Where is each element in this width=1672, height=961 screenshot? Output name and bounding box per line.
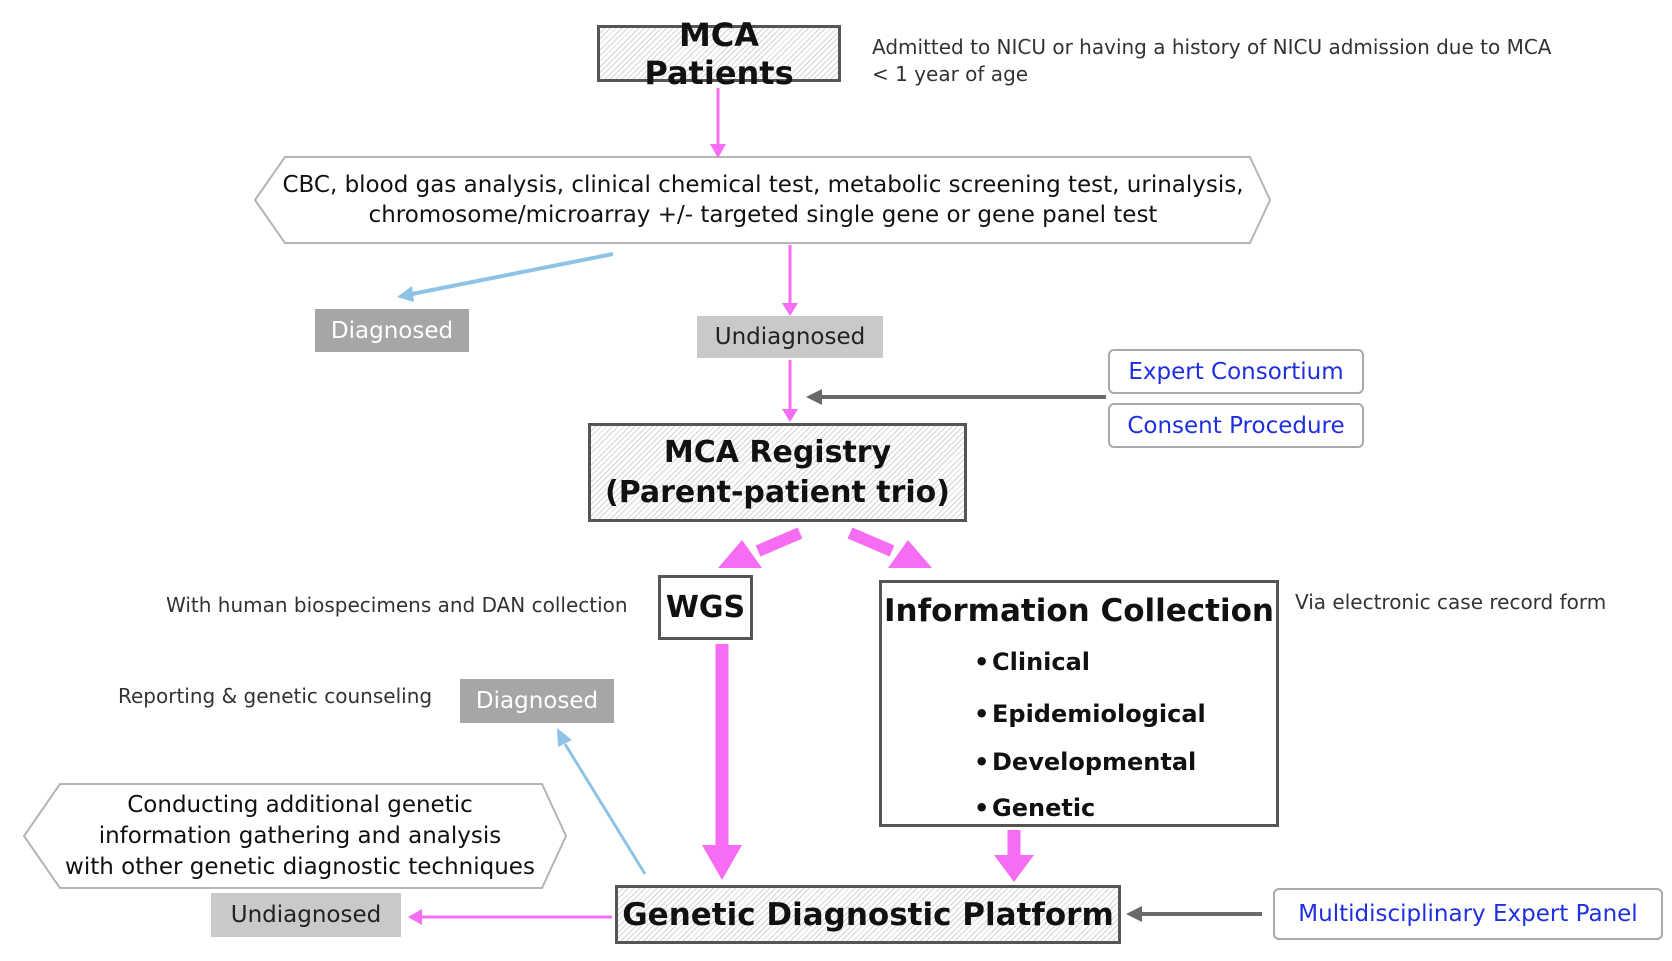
consent-procedure-label: Consent Procedure: [1127, 412, 1345, 439]
tests-hexagon: [253, 156, 1272, 244]
tests-text: CBC, blood gas analysis, clinical chemic…: [258, 160, 1268, 240]
mca-patients-label: MCA Patients: [644, 15, 794, 92]
arrow-wgs-to-platform: [702, 644, 742, 880]
information-collection-list: •Clinical •Epidemiological •Developmenta…: [974, 648, 1206, 843]
bullet-icon: •: [974, 648, 990, 676]
expert-consortium-label: Expert Consortium: [1128, 358, 1344, 385]
undiagnosed-top-box: Undiagnosed: [697, 316, 883, 358]
additional-analysis-text: Conducting additional genetic informatio…: [40, 788, 560, 884]
diagnosed-top-label: Diagnosed: [330, 317, 454, 344]
consent-procedure-box: Consent Procedure: [1108, 403, 1364, 448]
tests-line-2: chromosome/microarray +/- targeted singl…: [368, 202, 1158, 228]
wgs-box: WGS: [658, 575, 753, 640]
multidisciplinary-expert-panel-box: Multidisciplinary Expert Panel: [1273, 888, 1663, 940]
arrow-undiagnosed-to-registry: [782, 360, 798, 422]
platform-label: Genetic Diagnostic Platform: [622, 896, 1114, 933]
mca-patients-note-1: Admitted to NICU or having a history of …: [872, 35, 1552, 59]
bullet-icon: •: [974, 748, 990, 776]
additional-line-1: Conducting additional genetic: [127, 791, 473, 818]
arrow-tests-to-diagnosed: [397, 252, 614, 302]
wgs-label: WGS: [665, 590, 746, 625]
arrow-platform-to-undiagnosed: [408, 909, 612, 925]
bullet-icon: •: [974, 794, 990, 822]
info-item-label: Genetic: [992, 794, 1096, 822]
information-collection-note: Via electronic case record form: [1295, 590, 1607, 614]
info-item-epidemiological: •Epidemiological: [974, 697, 1206, 751]
genetic-diagnostic-platform-box: Genetic Diagnostic Platform: [615, 885, 1121, 944]
info-item-label: Developmental: [992, 748, 1197, 776]
tests-line-1: CBC, blood gas analysis, clinical chemic…: [282, 172, 1244, 198]
mca-patients-note-2: < 1 year of age: [872, 62, 1029, 86]
information-collection-box: Information Collection •Clinical •Epidem…: [879, 580, 1279, 827]
arrow-info-to-platform: [994, 830, 1034, 882]
arrow-platform-to-diagnosed: [557, 728, 647, 875]
info-item-genetic: •Genetic: [974, 794, 1206, 843]
reporting-note: Reporting & genetic counseling: [118, 684, 433, 708]
additional-line-3: with other genetic diagnostic techniques: [65, 853, 535, 880]
mca-registry-box: MCA Registry (Parent-patient trio): [588, 423, 967, 522]
undiagnosed-bottom-box: Undiagnosed: [211, 893, 401, 937]
info-item-label: Clinical: [992, 648, 1091, 676]
arrow-tests-to-undiagnosed: [782, 245, 798, 316]
additional-line-2: information gathering and analysis: [98, 822, 502, 849]
info-item-label: Epidemiological: [992, 700, 1206, 728]
arrow-patients-to-tests: [710, 88, 726, 158]
diagnosed-top-box: Diagnosed: [315, 309, 469, 352]
expert-panel-label: Multidisciplinary Expert Panel: [1298, 901, 1638, 927]
registry-line-1: MCA Registry: [663, 434, 892, 470]
undiagnosed-bottom-label: Undiagnosed: [230, 902, 382, 928]
registry-line-2: (Parent-patient trio): [605, 474, 950, 510]
bullet-icon: •: [974, 700, 990, 728]
mca-patients-box: MCA Patients: [597, 16, 841, 92]
additional-analysis-hexagon: [22, 783, 568, 889]
arrow-registry-to-info: [847, 527, 932, 568]
arrow-registry-to-wgs: [718, 527, 803, 568]
expert-consortium-box: Expert Consortium: [1108, 349, 1364, 394]
undiagnosed-top-label: Undiagnosed: [714, 324, 866, 350]
info-item-clinical: •Clinical: [974, 648, 1206, 697]
diagnosed-bottom-box: Diagnosed: [460, 679, 614, 723]
arrow-consortium-to-registry: [806, 389, 1106, 405]
arrow-panel-to-platform: [1126, 906, 1262, 922]
info-item-developmental: •Developmental: [974, 748, 1206, 797]
information-collection-title: Information Collection: [883, 593, 1274, 629]
wgs-note: With human biospecimens and DAN collecti…: [166, 593, 628, 617]
diagnosed-bottom-label: Diagnosed: [475, 688, 599, 714]
